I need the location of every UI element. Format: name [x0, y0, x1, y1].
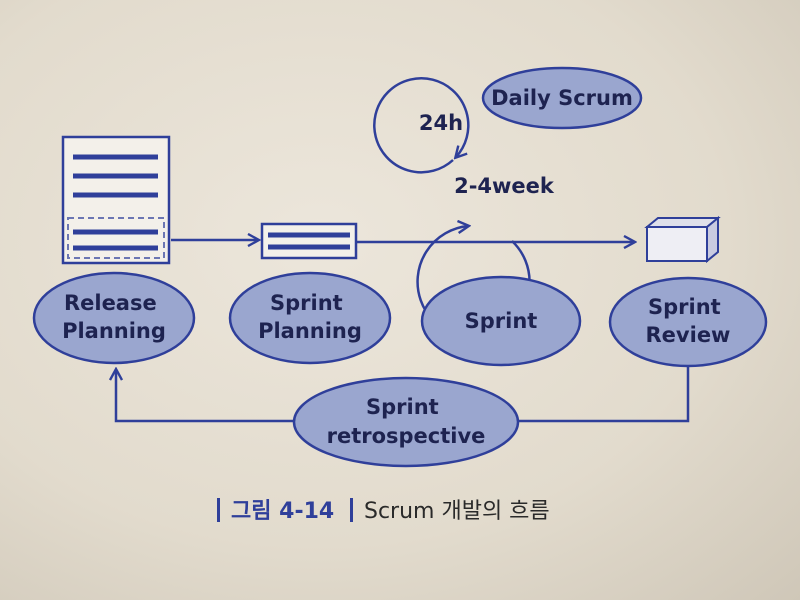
sprint-review-line-1: Sprint: [648, 295, 721, 319]
release-backlog-document-icon: [61, 135, 171, 265]
daily-cycle-arrow: [373, 77, 470, 174]
svg-text:Sprint Planning: Sprint Planning: [258, 291, 362, 343]
sprint-planning-line-1: Sprint: [270, 291, 343, 315]
caption-left-bar: [217, 498, 220, 522]
sprint-backlog-icon: [260, 222, 358, 260]
svg-text:Release Planning: Release Planning: [62, 291, 166, 343]
figure-caption: 그림 4-14 Scrum 개발의 흐름: [217, 498, 550, 524]
sprint-retrospective-line-1: Sprint: [366, 395, 439, 419]
sprint-period-label: 2-4week: [454, 174, 555, 198]
increment-box-icon: [644, 215, 721, 264]
sprint-review-node: Sprint Review: [608, 276, 768, 368]
figure-label: 그림 4-14: [231, 499, 334, 524]
figure-title: Scrum 개발의 흐름: [364, 499, 550, 524]
sprint-label: Sprint: [465, 309, 538, 333]
sprint-retrospective-line-2: retrospective: [327, 424, 486, 448]
sprint-node: Sprint: [420, 275, 582, 367]
sprint-planning-node: Sprint Planning: [228, 271, 392, 365]
daily-scrum-node: Daily Scrum: [481, 66, 643, 130]
daily-period-label: 24h: [419, 111, 463, 135]
release-planning-line-2: Planning: [62, 319, 166, 343]
release-planning-node: Release Planning: [32, 271, 196, 365]
release-planning-line-1: Release: [64, 291, 157, 315]
sprint-review-line-2: Review: [646, 323, 731, 347]
daily-scrum-label: Daily Scrum: [491, 86, 633, 110]
sprint-planning-line-2: Planning: [258, 319, 362, 343]
svg-text:Sprint Review: Sprint Review: [646, 295, 731, 347]
sprint-retrospective-node: Sprint retrospective: [292, 376, 520, 468]
svg-text:Sprint retrospective: Sprint retrospective: [327, 395, 486, 448]
caption-mid-bar: [350, 498, 353, 522]
